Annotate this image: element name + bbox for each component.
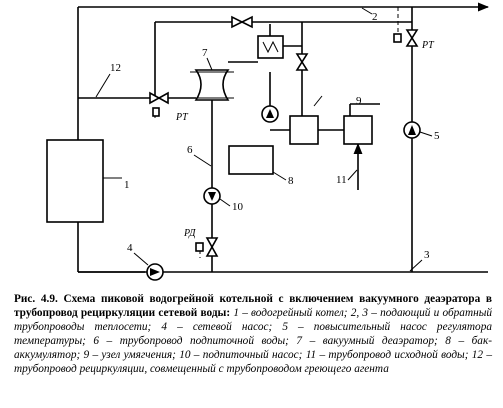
valve-rt-right-a	[405, 29, 419, 40]
label-9: 9	[356, 95, 362, 107]
leader-6	[193, 154, 212, 167]
valve-rd-a	[205, 237, 219, 249]
label-rd: РД	[183, 228, 196, 239]
accumulator-tank-8	[228, 145, 274, 175]
boiler-1	[46, 139, 104, 223]
valve-rt-left-actuator	[152, 107, 160, 117]
valve-top-right	[240, 15, 253, 29]
label-4: 4	[127, 242, 133, 254]
label-7: 7	[202, 47, 208, 59]
label-8: 8	[288, 175, 294, 187]
softening-unit-9	[343, 115, 373, 145]
valve-cooler	[295, 53, 309, 71]
valve-rt-left-b	[157, 91, 169, 105]
label-3: 3	[424, 249, 430, 261]
valve-rt-left	[149, 91, 169, 117]
vacuum-deaerator-7	[190, 69, 234, 101]
label-12: 12	[110, 62, 121, 74]
leader-7	[206, 57, 213, 71]
label-10: 10	[232, 201, 244, 213]
leader-12	[95, 73, 111, 98]
leader-11	[347, 169, 358, 181]
valve-cooler-b	[295, 60, 309, 71]
pump-5-arrow	[408, 125, 416, 135]
leader-5	[419, 131, 433, 137]
pump-10-arrow	[208, 192, 216, 201]
label-1: 1	[124, 179, 130, 191]
leader-2	[361, 7, 373, 15]
leader-8	[272, 171, 287, 181]
valve-rd-actuator	[195, 242, 204, 252]
valve-rd	[195, 237, 219, 257]
leader-10	[219, 198, 231, 207]
boiler-house-scheme: 1 7 8 9 4 5 10	[46, 2, 490, 281]
label-rt-right: РТ	[421, 40, 435, 51]
pump-4	[146, 263, 164, 281]
label-2: 2	[372, 11, 378, 23]
ejector-flag	[313, 95, 323, 107]
figure-caption: Рис. 4.9. Схема пиковой водогрейной коте…	[14, 292, 492, 376]
label-6: 6	[187, 144, 193, 156]
ejector-unit	[289, 115, 319, 145]
valve-rt-right	[393, 29, 419, 47]
pump-cooler	[261, 105, 279, 123]
valve-rt-right-b	[405, 36, 419, 47]
valve-rt-right-actuator	[393, 33, 402, 43]
valve-top-left	[231, 15, 244, 29]
valve-cooler-a	[295, 53, 309, 64]
deaerator-body	[194, 69, 230, 101]
leader-4	[133, 252, 149, 266]
valve-top	[231, 15, 253, 29]
label-rt-left: РТ	[175, 112, 189, 123]
label-11: 11	[336, 174, 347, 186]
vapor-cooler-coil	[262, 40, 279, 54]
valve-rt-left-a	[149, 91, 161, 105]
valve-rd-b	[205, 245, 219, 257]
pump-5	[403, 121, 421, 139]
pump-cooler-arrow	[266, 109, 274, 118]
caption-title: Рис. 4.9. Схема пиковой водогрейной коте…	[14, 293, 492, 319]
caption-legend: 1 – водогрейный котел; 2, 3 – подающий и…	[14, 307, 493, 375]
pump-4-arrow	[150, 268, 160, 276]
pump-10	[203, 187, 221, 205]
label-5: 5	[434, 130, 440, 142]
leader-3	[409, 259, 423, 272]
